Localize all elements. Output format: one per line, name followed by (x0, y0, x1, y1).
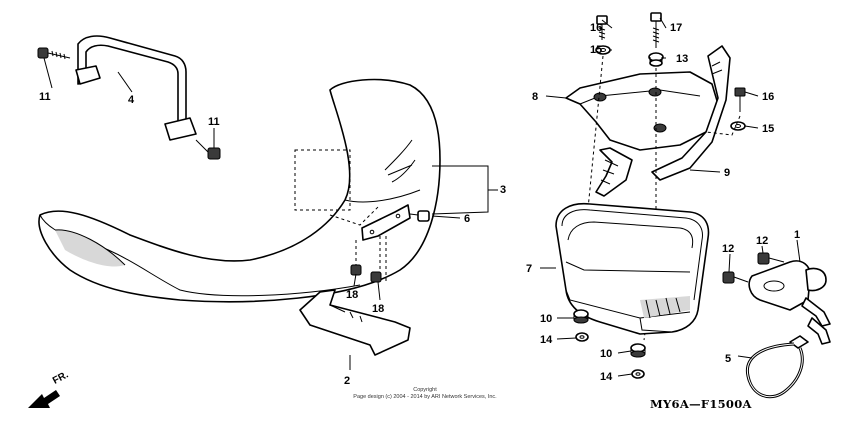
callout-2: 2 (344, 375, 350, 387)
collar-18-right (370, 236, 387, 283)
callout-11-left: 11 (39, 91, 51, 103)
callout-6: 6 (464, 213, 470, 225)
bolt-16-right (734, 87, 746, 112)
callout-5: 5 (725, 353, 731, 365)
grommet-10-right (630, 343, 646, 358)
copyright-notice: Copyright Page design (c) 2004 - 2014 by… (300, 387, 550, 401)
callout-8: 8 (532, 91, 538, 103)
bag-cover (565, 71, 719, 151)
bolt-17 (650, 12, 662, 48)
copyright-line-1: Copyright (413, 387, 437, 393)
collar-13 (648, 52, 664, 67)
callout-18-right: 18 (372, 303, 384, 315)
nut-14-right (631, 369, 645, 379)
grab-handle (75, 35, 197, 141)
rear-guard (299, 289, 411, 356)
callout-7: 7 (526, 263, 532, 275)
callout-17: 17 (670, 22, 682, 34)
grommet-10-left (573, 309, 589, 324)
callout-15-right: 15 (762, 123, 774, 135)
diagram-reference-code: MY6A—F1500A (650, 397, 752, 411)
callout-15-top: 15 (590, 44, 602, 56)
callout-4: 4 (128, 94, 135, 106)
seat (38, 78, 441, 303)
lock-cable (745, 335, 809, 399)
screw-12-top (757, 252, 785, 265)
bolt-11-left (37, 47, 71, 60)
bolt-6 (409, 210, 430, 222)
washer-15-right (730, 121, 746, 131)
copyright-line-2: Page design (c) 2004 - 2014 by ARI Netwo… (353, 394, 497, 400)
callout-16-right: 16 (762, 91, 774, 103)
front-arrow-icon (28, 390, 60, 408)
seat-mount-bracket (361, 204, 411, 241)
callout-13: 13 (676, 53, 688, 65)
strap (595, 45, 731, 197)
callout-18-left: 18 (346, 289, 358, 301)
helmet-lock (748, 260, 831, 345)
callout-10-left: 10 (540, 313, 552, 325)
callout-9: 9 (724, 167, 730, 179)
screw-12-bottom (722, 271, 749, 284)
leader-lines (43, 17, 801, 377)
callout-14-left: 14 (540, 334, 553, 346)
callout-1: 1 (794, 229, 800, 241)
callout-11-right: 11 (208, 116, 220, 128)
callout-16-top: 16 (590, 22, 602, 34)
callout-3: 3 (500, 184, 506, 196)
bolt-11-right (195, 139, 221, 160)
callout-12-top: 12 (756, 235, 768, 247)
callout-10-right: 10 (600, 348, 612, 360)
callout-14-right: 14 (600, 371, 613, 383)
callout-12-bottom: 12 (722, 243, 734, 255)
nut-14-left (575, 332, 589, 342)
